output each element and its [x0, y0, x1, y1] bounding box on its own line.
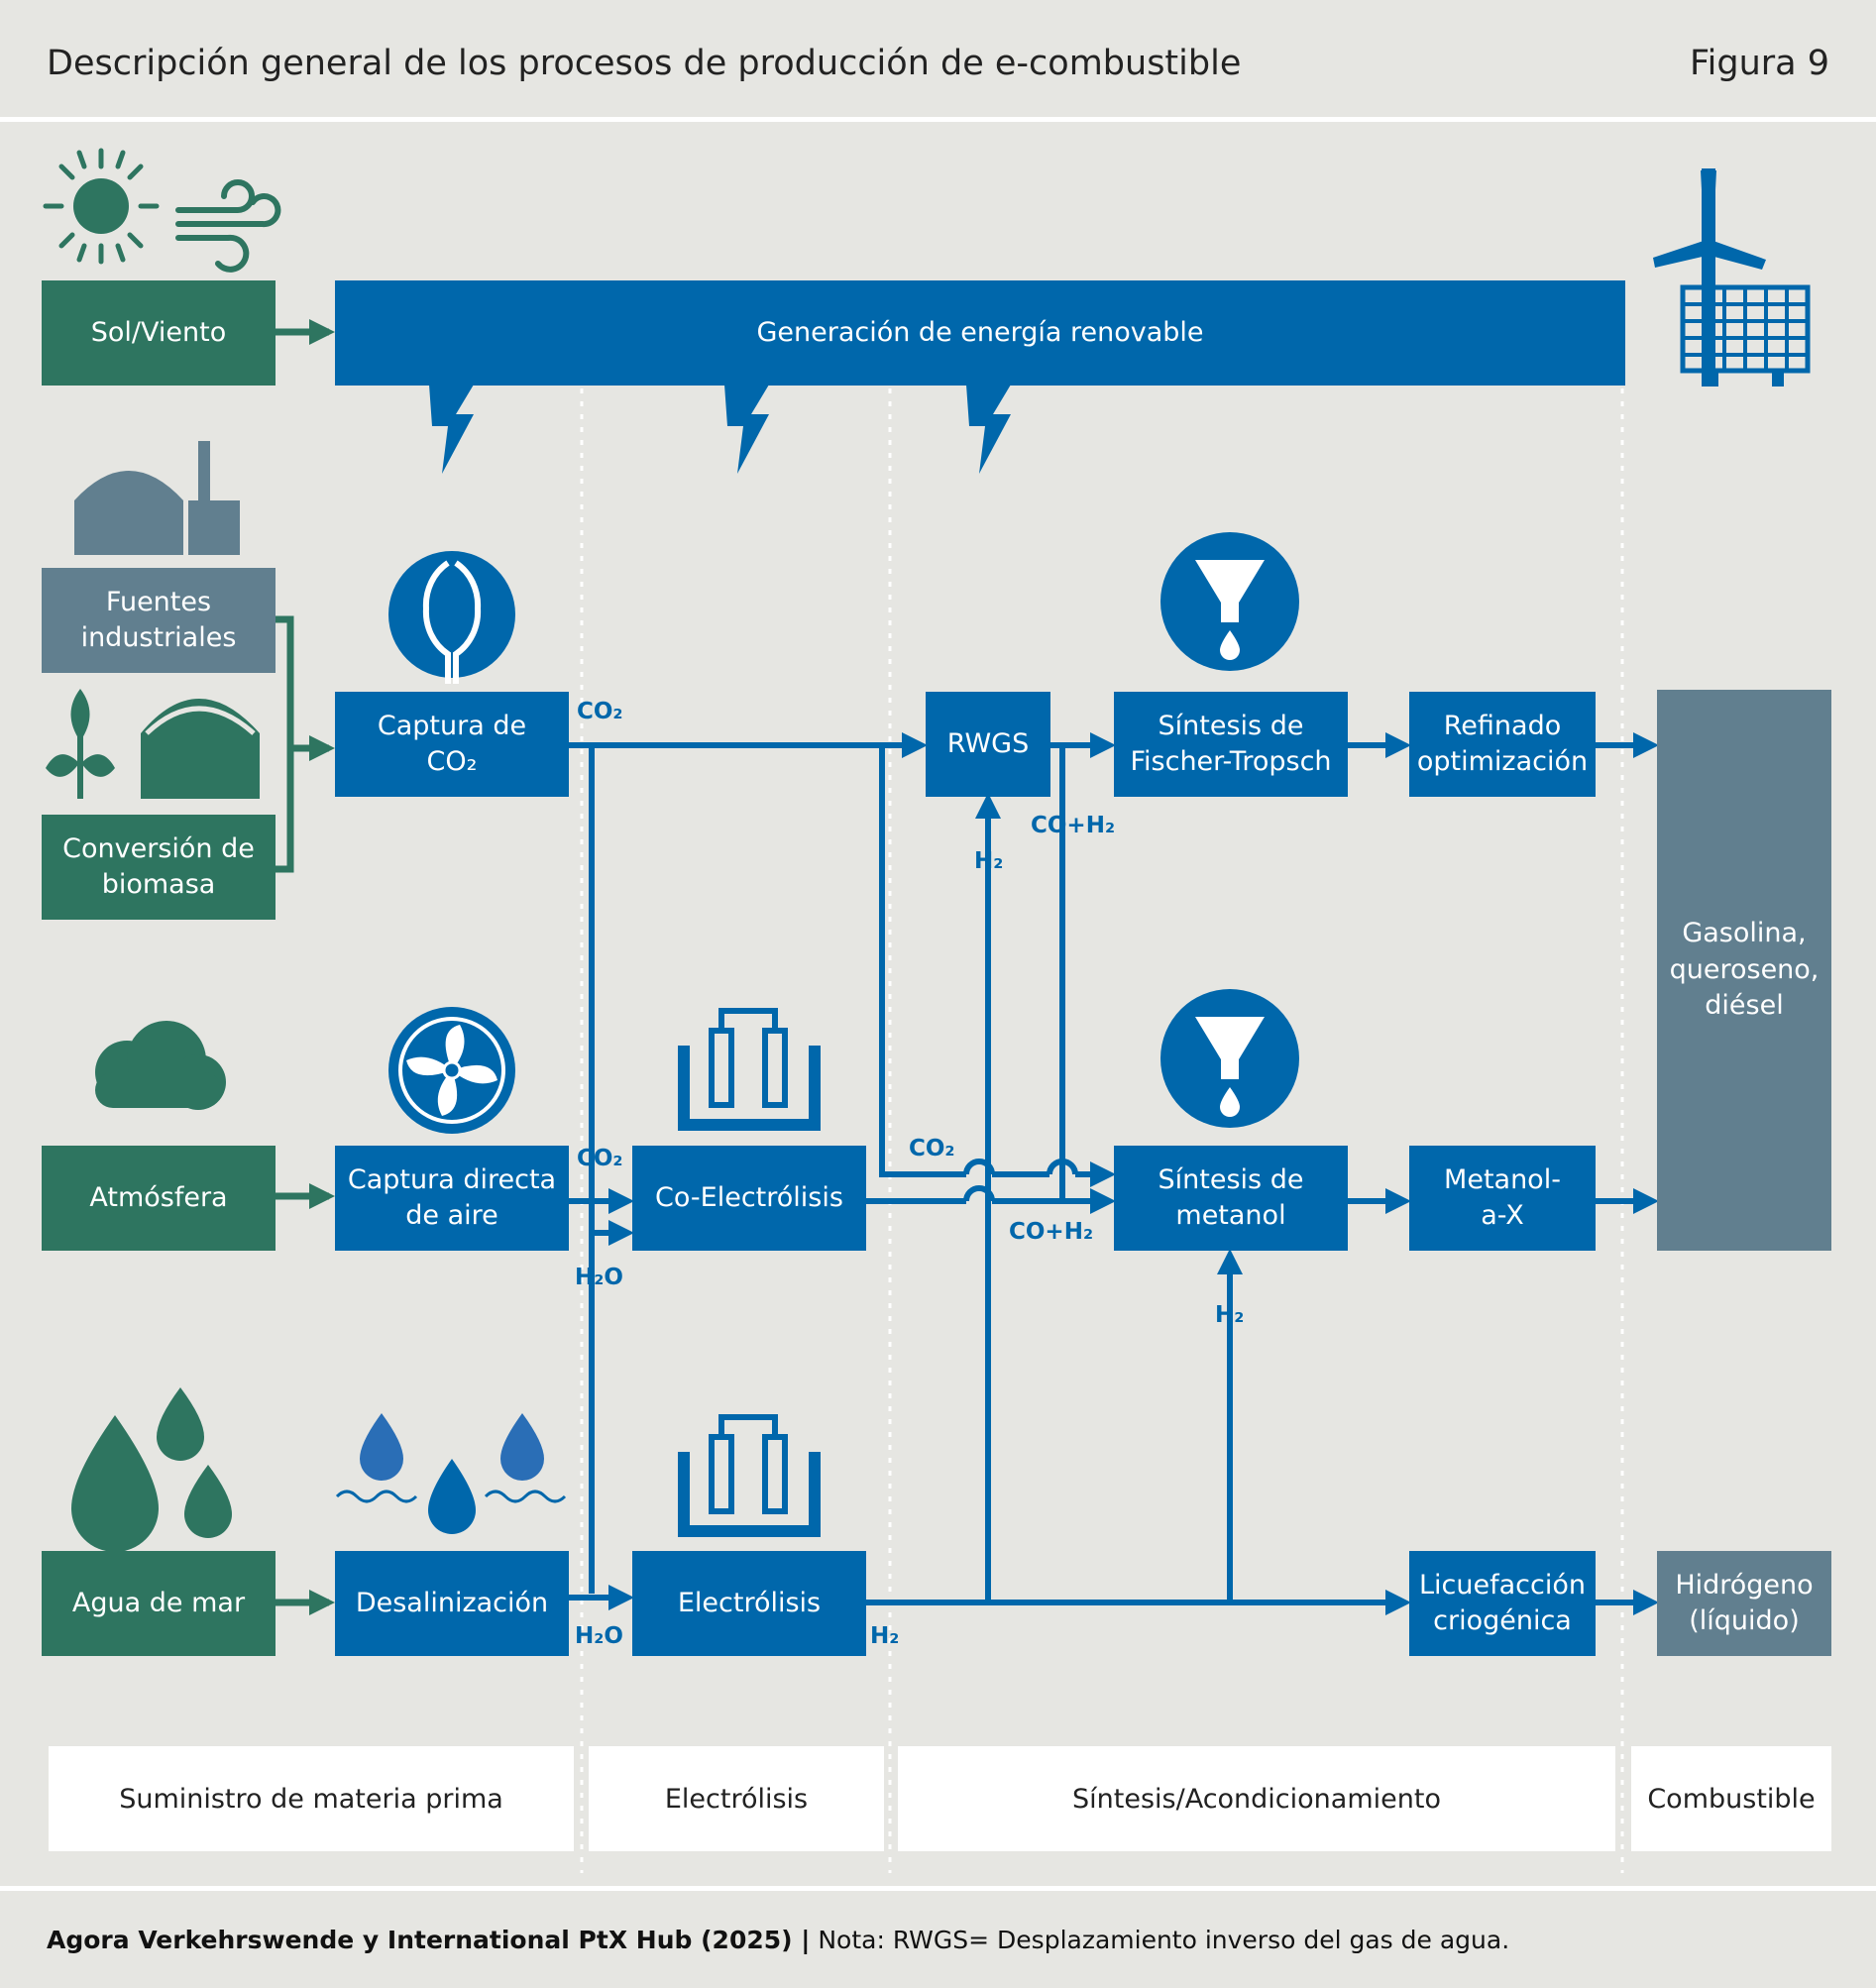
source-arrows	[275, 319, 335, 1615]
figure-title: Descripción general de los procesos de p…	[47, 44, 1242, 83]
stage-combustible: Combustible	[1631, 1746, 1831, 1851]
rwgs-box: RWGS	[926, 692, 1050, 797]
coh2-coel-label: CO+H₂	[1009, 1219, 1094, 1245]
generacion-renovable-box: Generación de energía renovable	[335, 280, 1625, 386]
captura-co2-box: Captura de CO₂	[335, 692, 569, 797]
gasolina-product-box: Gasolina, queroseno, diésel	[1657, 690, 1831, 1251]
footer-divider	[0, 1886, 1876, 1891]
desalination-icon	[335, 1413, 567, 1534]
fuentes-industriales-box: Fuentes industriales	[42, 568, 276, 673]
factory-icon	[74, 441, 240, 555]
lightning-icons	[429, 385, 1011, 474]
atmosfera-box: Atmósfera	[42, 1146, 276, 1251]
biomass-icon	[46, 689, 260, 799]
co-electrolisis-box: Co-Electrólisis	[632, 1146, 866, 1251]
electrolyzer-icon	[678, 1008, 821, 1131]
stage-suministro: Suministro de materia prima	[49, 1746, 574, 1851]
h2-rwgs-label: H₂	[974, 848, 1004, 874]
footer-source: Agora Verkehrswende y International PtX …	[47, 1926, 811, 1954]
turbine-solar-icon	[1653, 168, 1811, 387]
sol-viento-box: Sol/Viento	[42, 280, 276, 386]
coh2-rwgs-label: CO+H₂	[1031, 813, 1116, 838]
electrolisis-box: Electrólisis	[632, 1551, 866, 1656]
footer-credit: Agora Verkehrswende y International PtX …	[47, 1926, 1509, 1954]
sintesis-metanol-box: Síntesis de metanol	[1114, 1146, 1348, 1251]
stage-separators	[580, 388, 1624, 1873]
figure-number: Figura 9	[1690, 44, 1829, 83]
co2-methanol-label: CO₂	[909, 1136, 955, 1161]
co2-dac-label: CO₂	[577, 1146, 623, 1171]
desalinizacion-box: Desalinización	[335, 1551, 569, 1656]
h2-electrolysis-label: H₂	[870, 1623, 900, 1649]
water-drops-icon	[71, 1387, 232, 1552]
header-divider	[0, 117, 1876, 122]
licuefaccion-box: Licuefacción criogénica	[1409, 1551, 1596, 1656]
funnel-icon	[1160, 989, 1299, 1128]
h2-methanol-label: H₂	[1215, 1302, 1245, 1328]
h2o-dac-label: H₂O	[575, 1265, 623, 1290]
fischer-tropsch-box: Síntesis de Fischer-Tropsch	[1114, 692, 1348, 797]
cloud-icon	[95, 1021, 226, 1110]
refinado-box: Refinado optimización	[1409, 692, 1596, 797]
footer-note: Nota: RWGS= Desplazamiento inverso del g…	[810, 1926, 1510, 1954]
carbon-capture-icon	[388, 551, 515, 684]
co2-capture-label: CO₂	[577, 699, 623, 724]
hidrogeno-product-box: Hidrógeno (líquido)	[1657, 1551, 1831, 1656]
funnel-icon	[1160, 532, 1299, 671]
wind-icon	[175, 179, 281, 273]
conversion-biomasa-box: Conversión de biomasa	[42, 815, 276, 920]
sun-icon	[43, 148, 160, 265]
metanol-x-box: Metanol- a-X	[1409, 1146, 1596, 1251]
captura-aire-box: Captura directa de aire	[335, 1146, 569, 1251]
stage-electrolisis: Electrólisis	[589, 1746, 884, 1851]
stage-sintesis: Síntesis/Acondicionamiento	[898, 1746, 1615, 1851]
fan-icon	[388, 1007, 515, 1134]
header: Descripción general de los procesos de p…	[0, 0, 1876, 117]
agua-mar-box: Agua de mar	[42, 1551, 276, 1656]
electrolyzer-icon	[678, 1414, 821, 1537]
h2o-desal-label: H₂O	[575, 1623, 623, 1649]
process-flows	[568, 732, 1659, 1615]
